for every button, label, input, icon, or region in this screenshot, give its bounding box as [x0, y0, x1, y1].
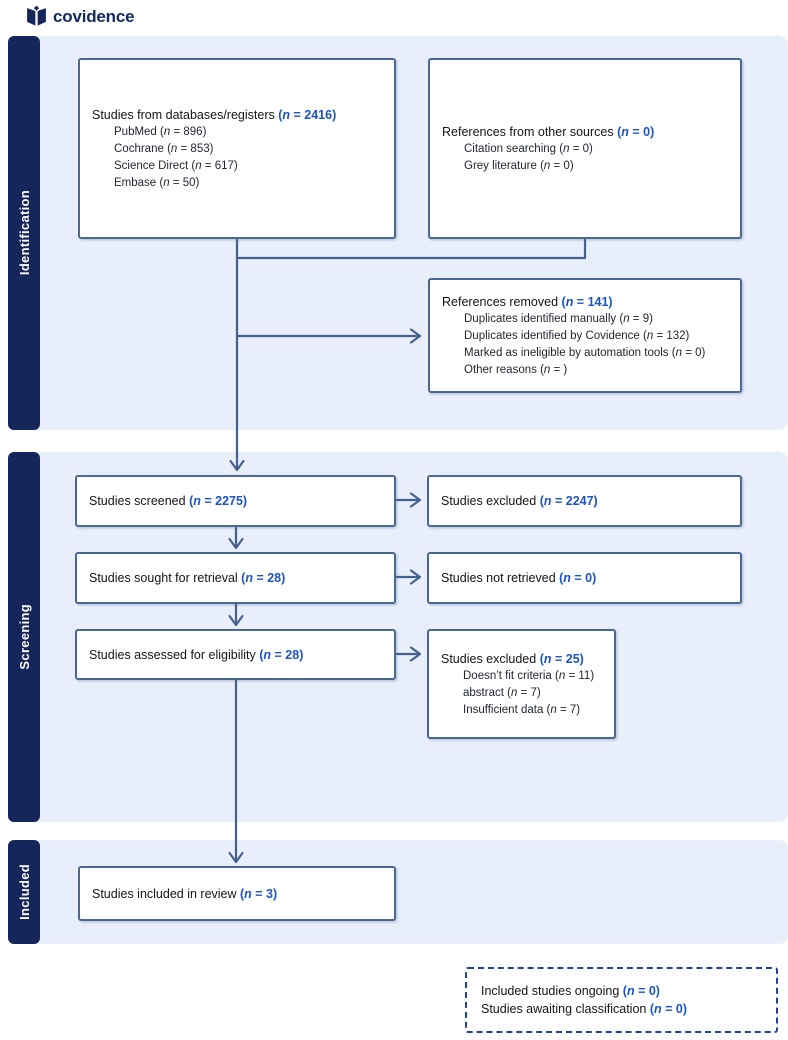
box-line-label: PubMed: [114, 125, 161, 138]
n-count: (n = 3): [240, 886, 278, 901]
box-line-label: Studies assessed for eligibility: [89, 647, 260, 662]
box-studies-excluded-screening: Studies excluded (n = 2247): [427, 475, 742, 527]
box-line-label: Studies screened: [89, 494, 190, 508]
box-title: Studies assessed for eligibility (n = 28…: [89, 646, 386, 664]
box-title: Studies excluded (n = 25): [441, 650, 606, 668]
n-count: (n = 11): [555, 669, 595, 682]
n-count: (n = 0): [617, 124, 655, 139]
n-count: (n = 7): [507, 686, 541, 699]
box-line-label: Grey literature: [464, 159, 541, 172]
box-title: Studies from databases/registers (n = 24…: [92, 106, 386, 124]
included-side-bar: Included: [8, 840, 40, 944]
box-studies-excluded-eligibility: Studies excluded (n = 25)Doesn’t fit cri…: [427, 629, 616, 739]
box-subitem: Marked as ineligible by automation tools…: [442, 345, 732, 362]
box-subitem: Duplicates identified manually (n = 9): [442, 311, 732, 328]
covidence-wordmark: covidence: [53, 6, 135, 26]
n-count: (n = 853): [167, 142, 214, 155]
box-line-label: Duplicates identified manually: [464, 312, 620, 325]
box-subitem: Grey literature (n = 0): [442, 158, 732, 175]
n-count: (n = 0): [540, 159, 574, 172]
box-subitem: Insufficient data (n = 7): [441, 702, 606, 719]
box-title: Studies sought for retrieval (n = 28): [89, 569, 386, 587]
n-count: (n = 2275): [189, 494, 248, 508]
box-studies-sought-retrieval: Studies sought for retrieval (n = 28): [75, 552, 396, 604]
box-line-label: Citation searching: [464, 142, 560, 155]
box-line-label: Embase: [114, 176, 160, 189]
n-count: (n = 0): [622, 984, 660, 998]
box-line-label: abstract: [463, 686, 508, 699]
box-line-label: Included studies ongoing: [481, 984, 623, 998]
box-line-label: References removed: [442, 294, 562, 309]
box-studies-from-databases: Studies from databases/registers (n = 24…: [78, 58, 396, 239]
box-line-label: Studies from databases/registers: [92, 107, 279, 122]
box-line-label: Studies not retrieved: [441, 571, 560, 585]
box-subitem: Duplicates identified by Covidence (n = …: [442, 328, 732, 345]
n-count: (n = 2247): [539, 494, 598, 508]
box-line-label: References from other sources: [442, 124, 618, 139]
box-ongoing-awaiting: Included studies ongoing (n = 0)Studies …: [465, 967, 778, 1033]
n-count: (n = 9): [619, 312, 653, 325]
box-line-label: Doesn’t fit criteria: [463, 669, 556, 682]
n-count: (n = 141): [561, 294, 613, 309]
n-count: (n = 7): [546, 703, 581, 716]
box-title: Included studies ongoing (n = 0): [481, 982, 768, 1000]
box-subitem: PubMed (n = 896): [92, 124, 386, 141]
box-studies-included-review: Studies included in review (n = 3): [78, 866, 396, 921]
covidence-logo: covidence: [25, 5, 135, 28]
n-count: (n = 132): [643, 329, 690, 342]
box-title: References removed (n = 141): [442, 293, 732, 311]
box-title: Studies excluded (n = 2247): [441, 492, 732, 510]
n-count: (n = 896): [160, 125, 207, 138]
box-line-label: Studies excluded: [441, 494, 540, 508]
box-subitem: Other reasons (n = ): [442, 362, 732, 379]
box-title: Studies screened (n = 2275): [89, 492, 386, 510]
n-count: (n = ): [540, 363, 568, 376]
n-count: (n = 0): [671, 346, 706, 359]
n-count: (n = 50): [159, 176, 200, 189]
box-studies-not-retrieved: Studies not retrieved (n = 0): [427, 552, 742, 604]
box-subitem: Citation searching (n = 0): [442, 141, 732, 158]
box-studies-assessed-eligibility: Studies assessed for eligibility (n = 28…: [75, 629, 396, 680]
box-line-label: Studies awaiting classification: [481, 1002, 650, 1016]
n-count: (n = 2416): [278, 107, 337, 122]
box-title: Studies included in review (n = 3): [92, 885, 386, 903]
n-count: (n = 617): [191, 159, 238, 172]
box-title: Studies not retrieved (n = 0): [441, 569, 732, 587]
n-count: (n = 25): [539, 651, 584, 666]
box-subitem: Embase (n = 50): [92, 175, 386, 192]
box-references-other-sources: References from other sources (n = 0)Cit…: [428, 58, 742, 239]
box-subitem: Science Direct (n = 617): [92, 158, 386, 175]
included-label: Included: [16, 864, 32, 920]
box-line-label: Marked as ineligible by automation tools: [464, 346, 672, 359]
box-studies-screened: Studies screened (n = 2275): [75, 475, 396, 527]
box-title: Studies awaiting classification (n = 0): [481, 1000, 768, 1018]
box-line-label: Studies sought for retrieval: [89, 571, 242, 585]
n-count: (n = 0): [559, 571, 597, 585]
n-count: (n = 28): [241, 571, 286, 585]
box-title: References from other sources (n = 0): [442, 123, 732, 141]
box-line-label: Duplicates identified by Covidence: [464, 329, 643, 342]
identification-label: Identification: [16, 190, 32, 276]
box-line-label: Studies included in review: [92, 886, 240, 901]
box-references-removed: References removed (n = 141)Duplicates i…: [428, 278, 742, 393]
screening-label: Screening: [16, 604, 32, 670]
box-line-label: Science Direct: [114, 159, 192, 172]
box-line-label: Cochrane: [114, 142, 168, 155]
n-count: (n = 0): [649, 1002, 688, 1016]
box-line-label: Other reasons: [464, 363, 541, 376]
box-subitem: abstract (n = 7): [441, 685, 606, 702]
box-subitem: Cochrane (n = 853): [92, 141, 386, 158]
covidence-logo-icon: [27, 5, 46, 26]
box-line-label: Insufficient data: [463, 703, 547, 716]
box-line-label: Studies excluded: [441, 651, 540, 666]
n-count: (n = 28): [259, 647, 304, 662]
n-count: (n = 0): [559, 142, 593, 155]
box-subitem: Doesn’t fit criteria (n = 11): [441, 668, 606, 685]
screening-side-bar: Screening: [8, 452, 40, 822]
identification-side-bar: Identification: [8, 36, 40, 430]
